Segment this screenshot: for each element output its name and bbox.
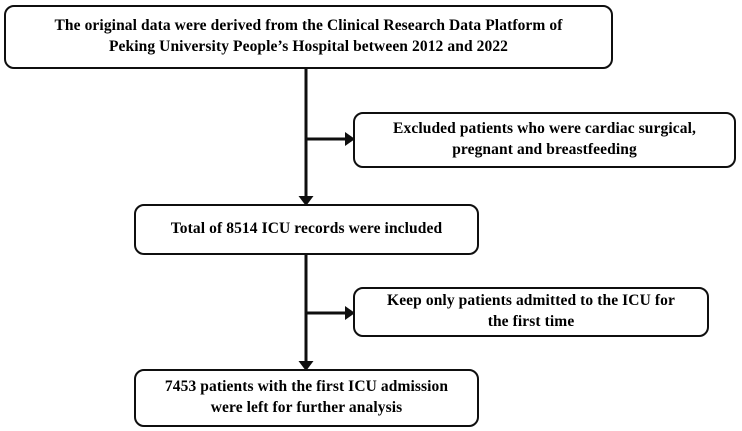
node-inclusion-criteria: Keep only patients admitted to the ICU f… [353,287,709,337]
edge-branch-first-time [306,306,355,320]
node-exclusion-criteria-label: Excluded patients who were cardiac surgi… [393,120,696,158]
node-final-cohort: 7453 patients with the first ICU admissi… [134,369,479,427]
edge-source-to-total [298,69,314,206]
edge-branch-excluded [306,132,355,146]
node-included-records-label: Total of 8514 ICU records were included [170,220,443,238]
node-exclusion-criteria: Excluded patients who were cardiac surgi… [353,112,736,168]
node-included-records: Total of 8514 ICU records were included [134,204,479,255]
node-final-cohort-label: 7453 patients with the first ICU admissi… [164,378,449,416]
node-inclusion-criteria-label: Keep only patients admitted to the ICU f… [387,292,675,330]
node-data-source-label: The original data were derived from the … [54,17,563,55]
edge-total-to-final [298,255,314,371]
node-data-source: The original data were derived from the … [4,5,613,69]
